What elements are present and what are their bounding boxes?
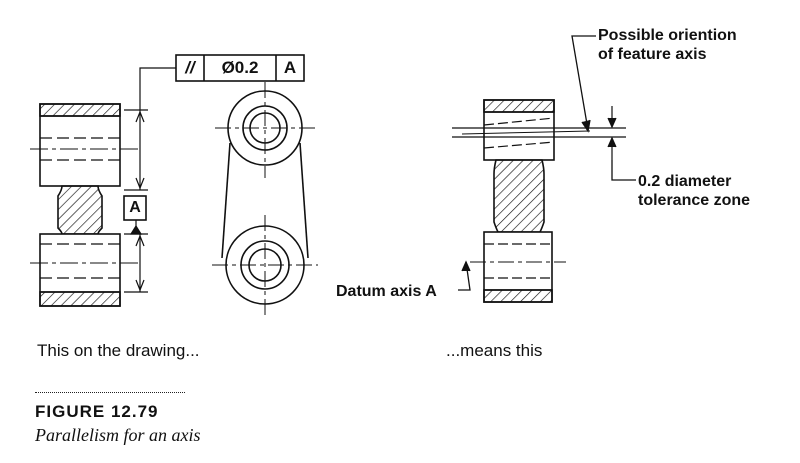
feature-control-frame-box: [175, 54, 305, 82]
bottom-boss-hatch: [39, 291, 121, 307]
figure-title: Parallelism for an axis: [35, 425, 201, 445]
right-top-hatch: [483, 99, 555, 113]
tolerance-zone: [452, 106, 626, 160]
right-caption: ...means this: [446, 341, 543, 360]
callout-axis-orientation: Possible oriention of feature axis: [598, 27, 737, 63]
figure-rule: [35, 392, 185, 393]
callout-datum-axis: Datum axis A: [336, 283, 437, 300]
left-dimensions: [124, 67, 176, 293]
callout-tolerance-zone: 0.2 diameter tolerance zone: [638, 173, 751, 209]
left-side-view: [30, 103, 138, 307]
left-front-view: [212, 82, 318, 318]
right-web-hatch: [493, 159, 545, 233]
datum-reference: A: [283, 58, 297, 77]
right-side-view: [470, 99, 566, 303]
top-boss-hatch: [39, 103, 121, 117]
feature-control-frame: // Ø0.2 A: [176, 55, 304, 81]
datum-feature-label: A: [129, 199, 141, 216]
datum-box: [123, 195, 147, 221]
leaders: [458, 35, 636, 291]
web-hatch: [57, 185, 103, 235]
tolerance-value: Ø0.2: [221, 58, 259, 77]
left-caption: This on the drawing...: [37, 341, 200, 360]
figure-number: FIGURE 12.79: [35, 402, 159, 421]
parallelism-symbol: //: [185, 58, 195, 77]
right-bottom-hatch: [483, 289, 553, 303]
